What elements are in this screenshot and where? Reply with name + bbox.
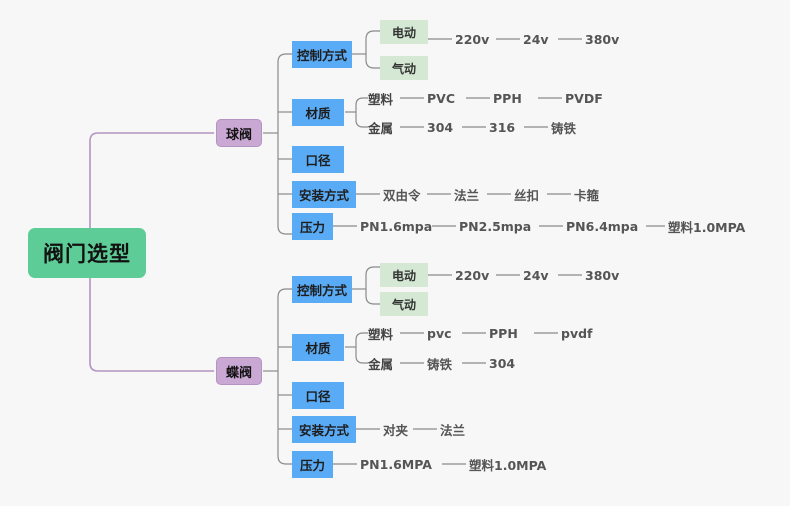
leaf-material-cast-iron-ball[interactable]: 铸铁	[551, 120, 577, 136]
leaf-voltage-380v-butterfly[interactable]: 380v	[585, 267, 620, 283]
leaf-install-flange-ball[interactable]: 法兰	[454, 187, 480, 203]
leaf-install-flange-butterfly[interactable]: 法兰	[440, 422, 466, 438]
leaf-voltage-220v-ball[interactable]: 220v	[455, 31, 490, 47]
topic-node-installation-butterfly[interactable]: 安装方式	[292, 416, 356, 443]
group-metal-butterfly[interactable]: 金属	[368, 356, 394, 372]
topic-node-diameter-ball[interactable]: 口径	[292, 146, 344, 173]
leaf-material-316-ball[interactable]: 316	[489, 119, 516, 135]
leaf-material-304-butterfly[interactable]: 304	[489, 355, 516, 371]
subnode-electric-ball[interactable]: 电动	[380, 20, 428, 44]
leaf-pressure-pn16-ball[interactable]: PN1.6mpa	[360, 218, 433, 234]
leaf-install-clamp-ball[interactable]: 卡箍	[574, 187, 600, 203]
leaf-voltage-220v-butterfly[interactable]: 220v	[455, 267, 490, 283]
root-node[interactable]: 阀门选型	[28, 228, 146, 278]
leaf-material-304-ball[interactable]: 304	[427, 119, 454, 135]
topic-node-material-butterfly[interactable]: 材质	[292, 334, 344, 361]
leaf-voltage-380v-ball[interactable]: 380v	[585, 31, 620, 47]
topic-node-pressure-butterfly[interactable]: 压力	[292, 451, 333, 478]
subnode-pneumatic-ball[interactable]: 气动	[380, 56, 428, 80]
branch-node-ball-valve[interactable]: 球阀	[216, 119, 262, 147]
leaf-pressure-plastic10-ball[interactable]: 塑料1.0MPA	[668, 219, 746, 235]
leaf-voltage-24v-butterfly[interactable]: 24v	[523, 267, 549, 283]
topic-node-material-ball[interactable]: 材质	[292, 99, 344, 126]
leaf-material-pph-butterfly[interactable]: PPH	[489, 325, 518, 341]
leaf-material-pvdf-ball[interactable]: PVDF	[565, 90, 603, 106]
subnode-pneumatic-butterfly[interactable]: 气动	[380, 292, 428, 316]
leaf-material-pph-ball[interactable]: PPH	[493, 90, 522, 106]
topic-node-pressure-ball[interactable]: 压力	[292, 213, 333, 240]
branch-node-butterfly-valve[interactable]: 蝶阀	[216, 357, 262, 385]
leaf-pressure-pn64-ball[interactable]: PN6.4mpa	[566, 218, 639, 234]
leaf-pressure-plastic10-butterfly[interactable]: 塑料1.0MPA	[469, 457, 547, 473]
leaf-material-pvc-ball[interactable]: PVC	[427, 90, 456, 106]
topic-node-diameter-butterfly[interactable]: 口径	[292, 382, 344, 409]
leaf-pressure-pn25-ball[interactable]: PN2.5mpa	[459, 218, 532, 234]
leaf-install-double-union-ball[interactable]: 双由令	[383, 187, 421, 203]
topic-node-installation-ball[interactable]: 安装方式	[292, 181, 356, 208]
leaf-pressure-pn16-butterfly[interactable]: PN1.6MPA	[360, 456, 432, 472]
leaf-install-wafer-butterfly[interactable]: 对夹	[383, 422, 409, 438]
leaf-material-pvc-butterfly[interactable]: pvc	[427, 325, 452, 341]
leaf-voltage-24v-ball[interactable]: 24v	[523, 31, 549, 47]
subnode-electric-butterfly[interactable]: 电动	[380, 263, 428, 287]
group-plastic-ball[interactable]: 塑料	[368, 91, 394, 107]
leaf-install-thread-ball[interactable]: 丝扣	[514, 187, 540, 203]
leaf-material-pvdf-butterfly[interactable]: pvdf	[561, 325, 593, 341]
topic-node-control-method-butterfly[interactable]: 控制方式	[292, 276, 352, 303]
topic-node-control-method-ball[interactable]: 控制方式	[292, 41, 352, 68]
leaf-material-cast-iron-butterfly[interactable]: 铸铁	[427, 356, 453, 372]
group-plastic-butterfly[interactable]: 塑料	[368, 326, 394, 342]
group-metal-ball[interactable]: 金属	[368, 120, 394, 136]
